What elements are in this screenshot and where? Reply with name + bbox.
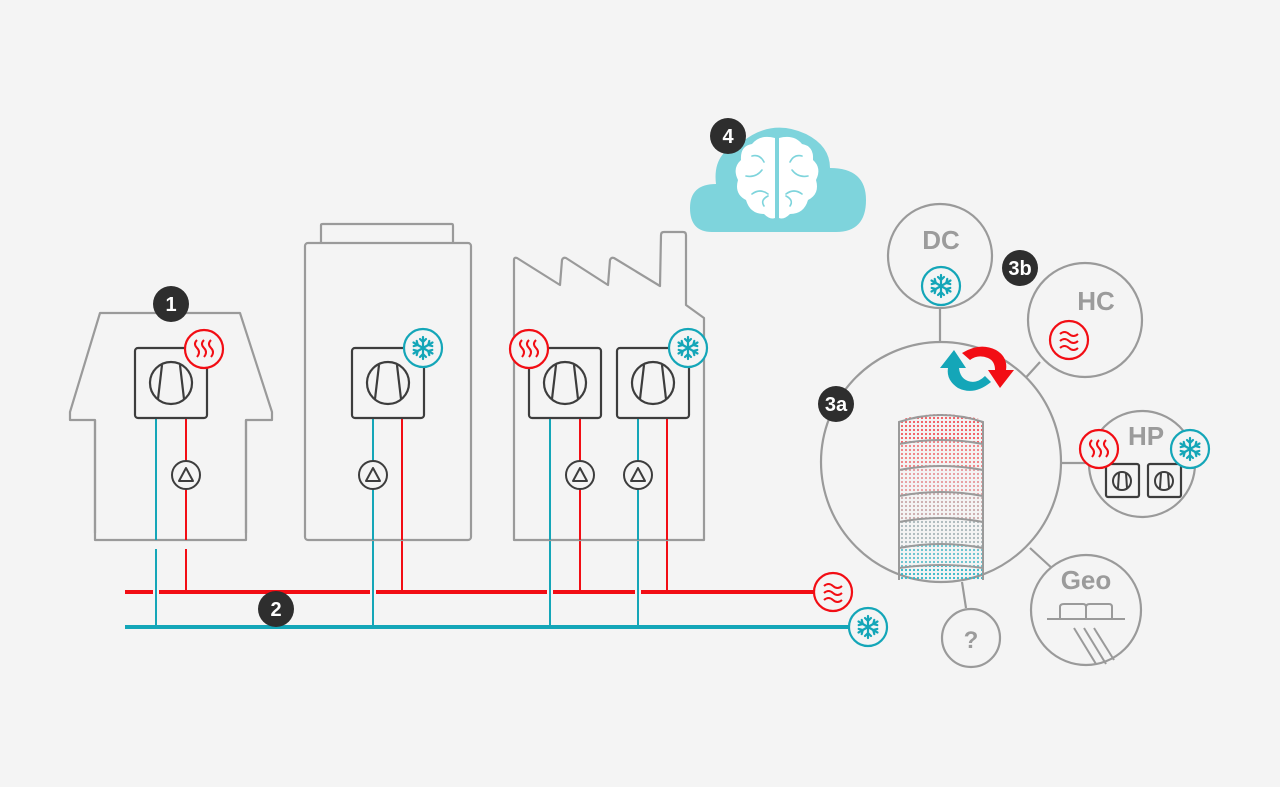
building-office — [303, 222, 473, 542]
heat-pump-unit — [527, 346, 603, 420]
svg-text:3a: 3a — [825, 394, 848, 416]
badge-3b: 3b — [1002, 250, 1038, 286]
building-factory — [508, 230, 709, 542]
badge-4: 4 — [710, 118, 746, 154]
snowflake-icon — [667, 327, 709, 369]
svg-text:1: 1 — [165, 294, 176, 316]
storage-tank — [898, 414, 984, 580]
source-dc-label: DC — [922, 225, 960, 255]
cloud-brain: 4 — [690, 118, 866, 232]
source-hc-label: HC — [1077, 286, 1115, 316]
building-house: 1 — [68, 286, 274, 549]
pump-icon — [623, 460, 653, 490]
chiller-unit — [615, 346, 691, 420]
source-hc[interactable]: HC — [1026, 261, 1144, 379]
energy-hub: 3a DC 3b HC HP — [818, 202, 1211, 669]
snowflake-icon — [920, 265, 962, 307]
badge-3a: 3a — [818, 386, 854, 422]
geothermal-icon — [1047, 603, 1125, 665]
warm-line-icon — [812, 571, 854, 613]
exchange-arrows-icon — [940, 346, 1014, 391]
svg-text:2: 2 — [270, 599, 281, 621]
pump-icon — [565, 460, 595, 490]
snowflake-icon — [402, 327, 444, 369]
pump-icon — [358, 460, 388, 490]
warm-water-icon — [1048, 319, 1090, 361]
source-dc[interactable]: DC — [886, 202, 994, 310]
source-geo[interactable]: Geo — [1029, 553, 1143, 667]
svg-text:3b: 3b — [1008, 258, 1031, 280]
cold-line-icon — [847, 606, 889, 648]
source-unknown-label: ? — [964, 627, 979, 654]
badge-1: 1 — [153, 286, 189, 322]
chiller-unit — [350, 346, 426, 420]
heat-waves-icon — [1078, 428, 1120, 470]
badge-2: 2 — [258, 591, 294, 627]
cloud-icon — [690, 127, 866, 232]
source-geo-label: Geo — [1061, 565, 1112, 595]
svg-text:4: 4 — [722, 126, 734, 148]
brain-icon — [735, 136, 819, 219]
heat-pump-unit — [133, 346, 209, 420]
source-hp-label: HP — [1128, 421, 1164, 451]
heat-waves-icon — [508, 328, 550, 370]
snowflake-icon — [1169, 428, 1211, 470]
heat-waves-icon — [183, 328, 225, 370]
pump-icon — [171, 460, 201, 490]
source-hp[interactable]: HP — [1078, 409, 1211, 519]
source-unknown[interactable]: ? — [940, 607, 1002, 669]
